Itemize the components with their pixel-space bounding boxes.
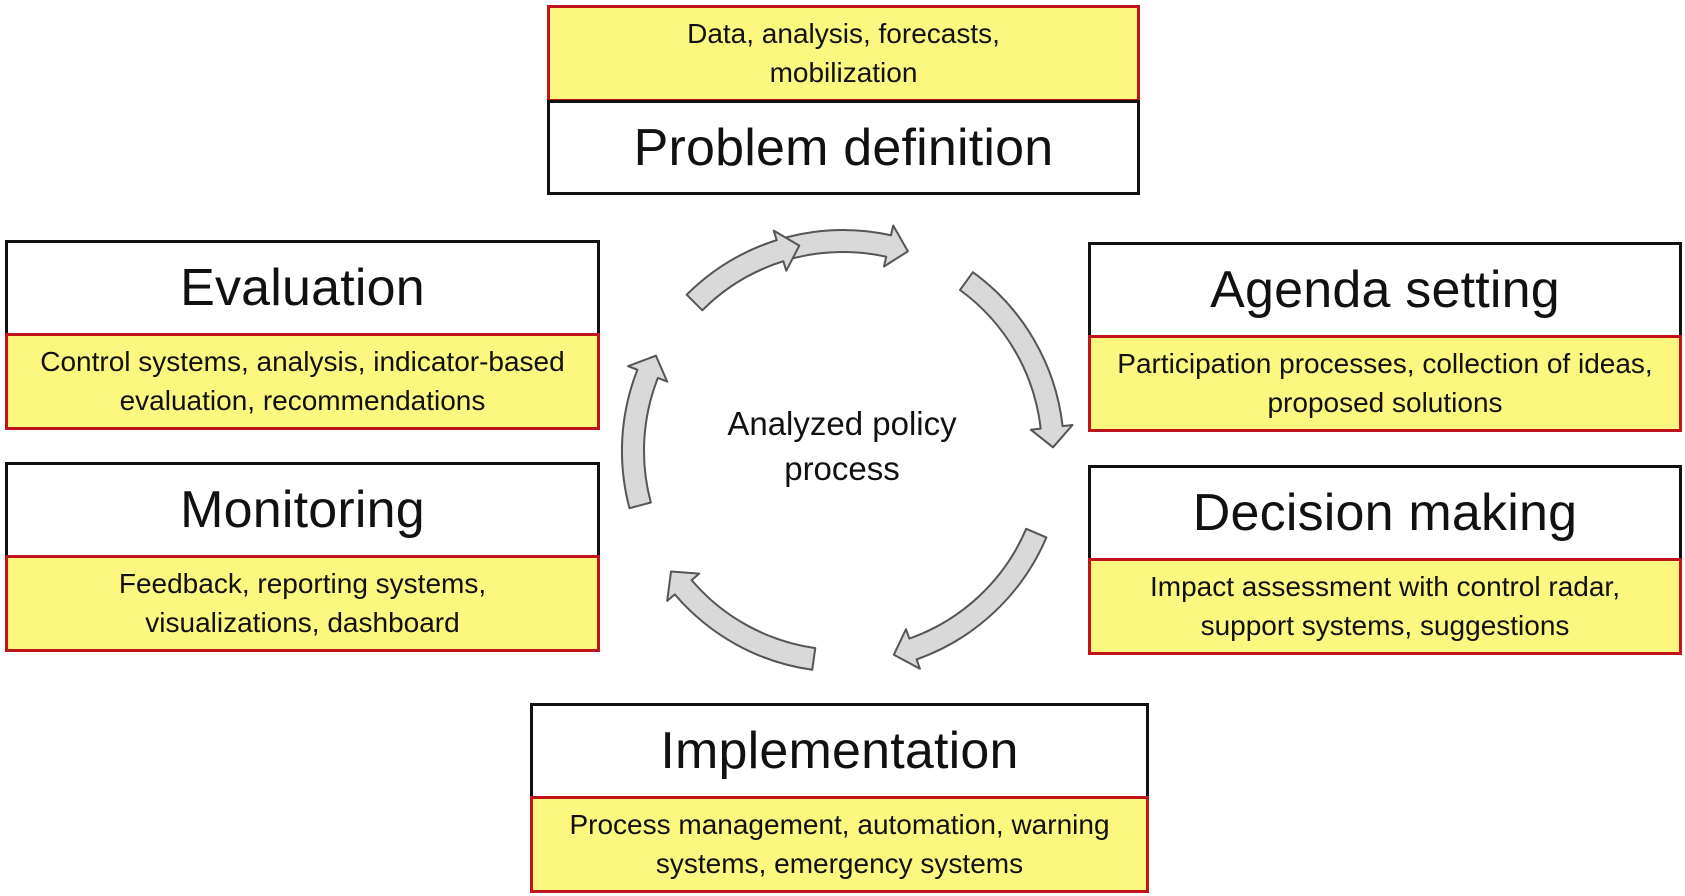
stage-decision-making: Decision making Impact assessment with c…: [1088, 465, 1682, 655]
stage-details: Participation processes, collection of i…: [1117, 348, 1653, 418]
stage-details-box: Feedback, reporting systems, visualizati…: [5, 555, 600, 652]
cycle-arrow-5: [620, 354, 669, 510]
stage-details: Process management, automation, warning …: [569, 809, 1110, 879]
stage-title-box: Problem definition: [547, 100, 1140, 195]
stage-title: Problem definition: [633, 118, 1054, 177]
stage-title: Evaluation: [180, 259, 425, 317]
stage-title: Monitoring: [180, 481, 425, 539]
stage-evaluation: Evaluation Control systems, analysis, in…: [5, 240, 600, 430]
stage-title: Decision making: [1192, 484, 1578, 542]
stage-details-box: Participation processes, collection of i…: [1088, 335, 1682, 432]
center-label: Analyzed policy process: [727, 405, 957, 487]
stage-implementation: Implementation Process management, autom…: [530, 703, 1149, 893]
stage-details: Data, analysis, forecasts, mobilization: [687, 18, 1000, 88]
stage-details-box: Control systems, analysis, indicator-bas…: [5, 333, 600, 430]
stage-agenda-setting: Agenda setting Participation processes, …: [1088, 242, 1682, 432]
stage-details: Feedback, reporting systems, visualizati…: [118, 568, 487, 638]
stage-title: Implementation: [660, 722, 1019, 780]
stage-details-box: Data, analysis, forecasts, mobilization: [547, 5, 1140, 102]
stage-title-box: Monitoring: [5, 462, 600, 558]
stage-problem-definition: Data, analysis, forecasts, mobilization …: [547, 5, 1140, 195]
stage-details: Control systems, analysis, indicator-bas…: [40, 346, 565, 416]
cycle-arrow-2: [959, 271, 1074, 449]
cycle-arrow-3: [892, 527, 1048, 670]
stage-title-box: Implementation: [530, 703, 1149, 799]
cycle-arrow-4: [666, 570, 817, 671]
stage-title: Agenda setting: [1210, 261, 1560, 319]
stage-title-box: Agenda setting: [1088, 242, 1682, 338]
stage-details-box: Impact assessment with control radar, su…: [1088, 558, 1682, 655]
stage-monitoring: Monitoring Feedback, reporting systems, …: [5, 462, 600, 652]
stage-title-box: Evaluation: [5, 240, 600, 336]
stage-details-box: Process management, automation, warning …: [530, 796, 1149, 893]
stage-title-box: Decision making: [1088, 465, 1682, 561]
stage-details: Impact assessment with control radar, su…: [1150, 571, 1620, 641]
cycle-arrow-6: [685, 229, 801, 312]
